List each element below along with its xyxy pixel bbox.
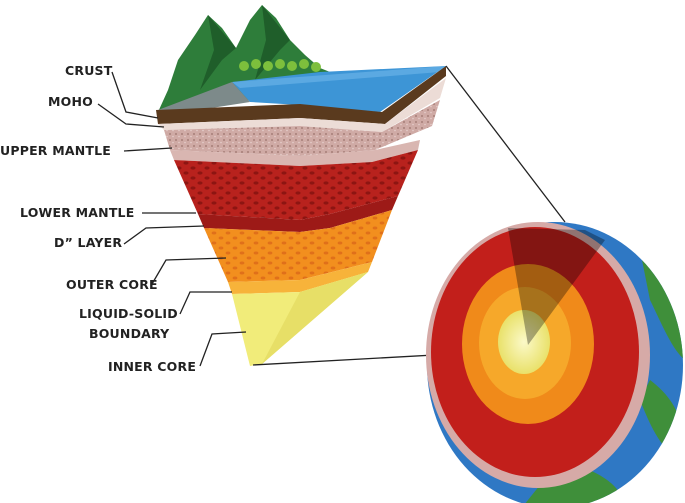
earth-globe [426, 222, 683, 503]
leader-d-layer [123, 225, 205, 245]
label-outer-core: OUTER CORE [66, 277, 158, 292]
connector-line-top [445, 65, 566, 223]
leader-inner-core [199, 331, 247, 367]
leader-liquid-solid [179, 291, 232, 315]
label-moho: MOHO [48, 94, 93, 109]
label-lower-mantle: LOWER MANTLE [20, 205, 134, 220]
label-inner-core: INNER CORE [108, 359, 196, 374]
label-upper-mantle: UPPER MANTLE [0, 143, 111, 158]
leader-outer-core [151, 257, 227, 285]
label-liquid-solid-line1: LIQUID-SOLID [79, 306, 178, 321]
upper-mantle-layer [164, 100, 440, 156]
labels: CRUST MOHO UPPER MANTLE LOWER MANTLE D” … [0, 63, 247, 374]
leader-moho [97, 103, 165, 128]
d-layer [198, 196, 398, 232]
earth-wedge [156, 5, 446, 366]
liquid-solid-boundary-layer [228, 262, 372, 294]
label-d-layer: D” LAYER [54, 235, 122, 250]
crust-layer [156, 66, 446, 124]
leader-upper-mantle [123, 147, 173, 152]
lower-mantle-layer [174, 150, 418, 220]
leader-crust [111, 71, 159, 119]
moho-layer [158, 78, 446, 132]
outer-core-layer [204, 210, 392, 282]
globe-inner-core-cut [498, 310, 550, 374]
label-crust: CRUST [65, 63, 113, 78]
ocean-surface [232, 66, 446, 112]
label-liquid-solid-line2: BOUNDARY [89, 326, 170, 341]
trees [239, 59, 321, 72]
